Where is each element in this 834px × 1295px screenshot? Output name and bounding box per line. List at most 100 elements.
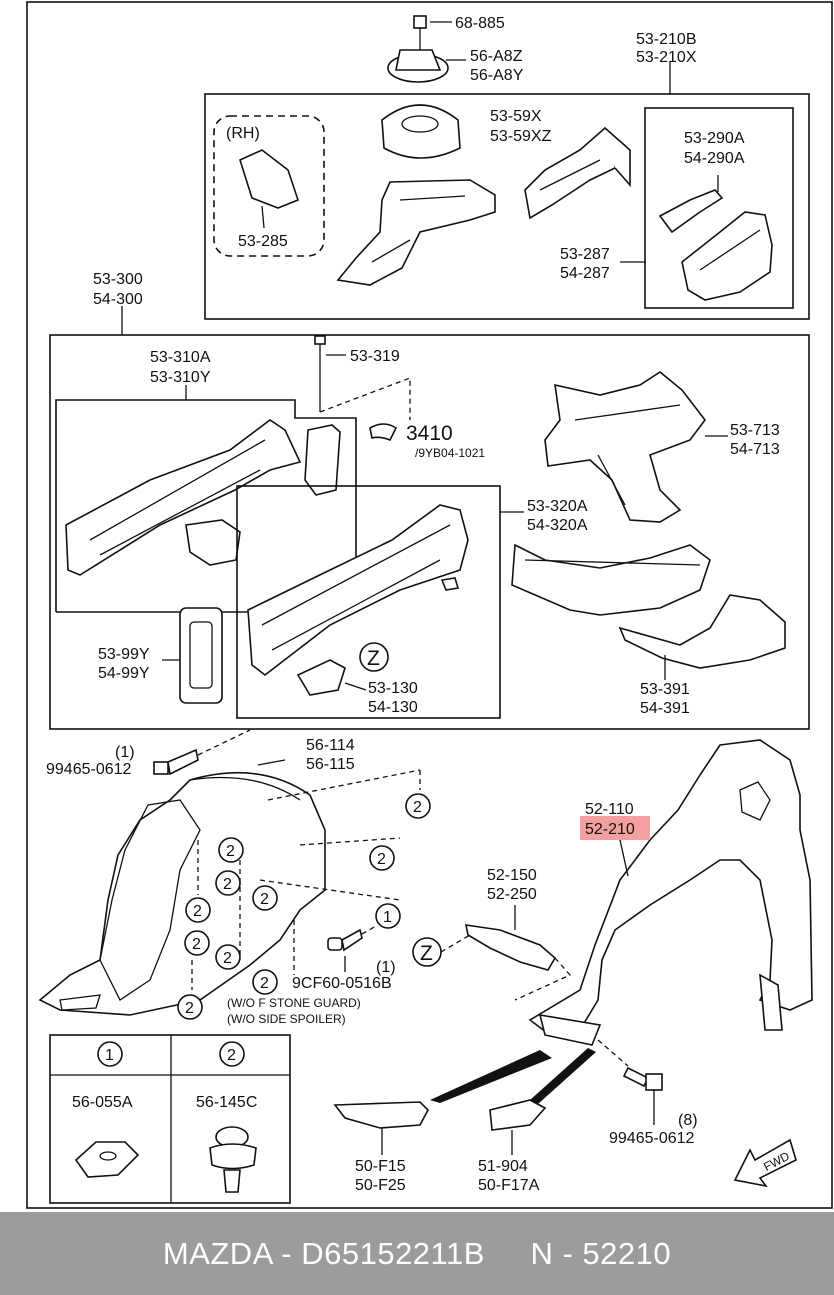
bolt-68-885	[413, 15, 427, 29]
callout-2: 2	[223, 950, 232, 967]
label-53-59x: 53-59X	[490, 108, 542, 125]
label-qty-1-top: (1)	[115, 744, 135, 761]
legend-marker-2: 2	[227, 1047, 236, 1064]
callout-2: 2	[260, 975, 269, 992]
callout-2: 2	[260, 891, 269, 908]
label-56-114: 56-114	[306, 737, 355, 754]
footer-part-number: MAZDA - D65152211B N - 52210	[162, 1235, 672, 1271]
label-50-f25: 50-F25	[355, 1177, 406, 1194]
part-labels: 68-885 56-A8Z 56-A8Y 53-210B 53-210X (RH…	[46, 15, 792, 1194]
clip-legend-table	[49, 1034, 291, 1204]
exploded-parts-diagram: 68-885 56-A8Z 56-A8Y 53-210B 53-210X (RH…	[26, 1, 833, 1209]
label-53-99y: 53-99Y	[98, 646, 150, 663]
fwd-arrow-icon	[733, 1138, 797, 1188]
label-53-310a: 53-310A	[150, 349, 211, 366]
label-note-stone-guard: (W/O F STONE GUARD)	[227, 996, 361, 1010]
front-apron-member	[336, 179, 496, 286]
strut-mount-group	[336, 15, 496, 286]
label-99465-top: 99465-0612	[46, 761, 132, 778]
label-53-59xz: 53-59XZ	[490, 128, 552, 145]
fender-52-110	[528, 739, 813, 1036]
legend-marker-1: 1	[105, 1047, 114, 1064]
label-53-391: 53-391	[640, 681, 690, 698]
label-56-115: 56-115	[306, 756, 355, 773]
molding-50-f15	[333, 1101, 429, 1129]
label-53-310y: 53-310Y	[150, 369, 211, 386]
mudguard-56-114	[38, 759, 326, 1016]
bracket-small-310	[304, 424, 341, 496]
label-51-904: 51-904	[478, 1158, 528, 1175]
label-54-320a: 54-320A	[527, 517, 588, 534]
rail-53-310a	[65, 419, 302, 576]
part-number-footer: MAZDA - D65152211B N - 52210	[0, 1212, 834, 1295]
label-54-130: 54-130	[368, 699, 418, 716]
label-53-300: 53-300	[93, 271, 143, 288]
box-53-287	[644, 107, 794, 309]
box-53-320a	[236, 485, 501, 719]
label-52-150: 52-150	[487, 867, 537, 884]
callout-2: 2	[185, 1000, 194, 1017]
label-54-391: 54-391	[640, 700, 690, 717]
label-9yb04: /9YB04-1021	[415, 446, 485, 460]
label-52-110: 52-110	[585, 801, 634, 818]
arrow-leader-right	[530, 1048, 596, 1104]
label-99465-bottom: 99465-0612	[609, 1130, 695, 1147]
label-qty-8: (8)	[678, 1112, 698, 1129]
callout-2: 2	[377, 851, 386, 868]
arrow-leader-left	[430, 1050, 552, 1103]
legend-part-56-055a: 56-055A	[72, 1094, 133, 1111]
label-50-f15: 50-F15	[355, 1158, 406, 1175]
rail-53-287	[681, 211, 773, 301]
label-53-210b: 53-210B	[636, 31, 697, 48]
legend-text: 1 2 56-055A 56-145C	[72, 1047, 257, 1111]
box-53-300	[49, 334, 810, 730]
label-z-lower: Z	[420, 942, 433, 965]
plug-3410	[369, 423, 398, 442]
label-9cf60: 9CF60-0516B	[292, 975, 392, 992]
label-54-290a: 54-290A	[684, 150, 745, 167]
label-note-side-spoiler: (W/O SIDE SPOILER)	[227, 1012, 346, 1026]
callout-circles	[177, 793, 431, 1020]
callout-2: 2	[223, 876, 232, 893]
label-54-300: 54-300	[93, 291, 143, 308]
bracket-52-150	[464, 924, 557, 971]
bolt-99465-top	[153, 761, 169, 775]
label-52-250: 52-250	[487, 886, 537, 903]
box-rh	[213, 115, 325, 257]
label-53-287: 53-287	[560, 246, 610, 263]
diagram-frame	[26, 1, 833, 1209]
bracket-53-713	[544, 371, 707, 523]
rh-bracket-53-285	[239, 149, 299, 209]
label-53-290a: 53-290A	[684, 130, 745, 147]
callout-numbers: 2 2 2 2 2 2 2 2 2 2 1	[185, 799, 422, 1017]
label-52-210: 52-210	[585, 821, 635, 838]
label-3410: 3410	[406, 422, 453, 445]
label-53-130: 53-130	[368, 680, 418, 697]
rail-lower-53-320a	[511, 543, 711, 616]
ref-z-upper	[359, 642, 389, 672]
label-53-285: 53-285	[238, 233, 288, 250]
callout-1: 1	[383, 909, 392, 926]
callout-2: 2	[192, 936, 201, 953]
box-53-210b	[204, 93, 810, 320]
label-54-287: 54-287	[560, 265, 610, 282]
bolt-99465-bottom	[622, 1066, 650, 1088]
label-68-885: 68-885	[455, 15, 505, 32]
bracket-53-290a	[658, 189, 724, 234]
callout-2: 2	[193, 903, 202, 920]
label-rh: (RH)	[226, 125, 260, 142]
label-53-320a: 53-320A	[527, 498, 588, 515]
label-53-713: 53-713	[730, 422, 780, 439]
screw-9cf60	[327, 937, 343, 951]
label-54-99y: 54-99Y	[98, 665, 150, 682]
legend-part-56-145c: 56-145C	[196, 1094, 257, 1111]
protector-51-904	[489, 1099, 547, 1131]
fender-lower-trim	[538, 1014, 602, 1046]
label-53-210x: 53-210X	[636, 49, 697, 66]
label-53-319: 53-319	[350, 348, 400, 365]
label-50-f17a: 50-F17A	[478, 1177, 540, 1194]
callout-2: 2	[226, 843, 235, 860]
rail-53-320a	[247, 504, 469, 677]
label-z-upper: Z	[367, 647, 380, 670]
